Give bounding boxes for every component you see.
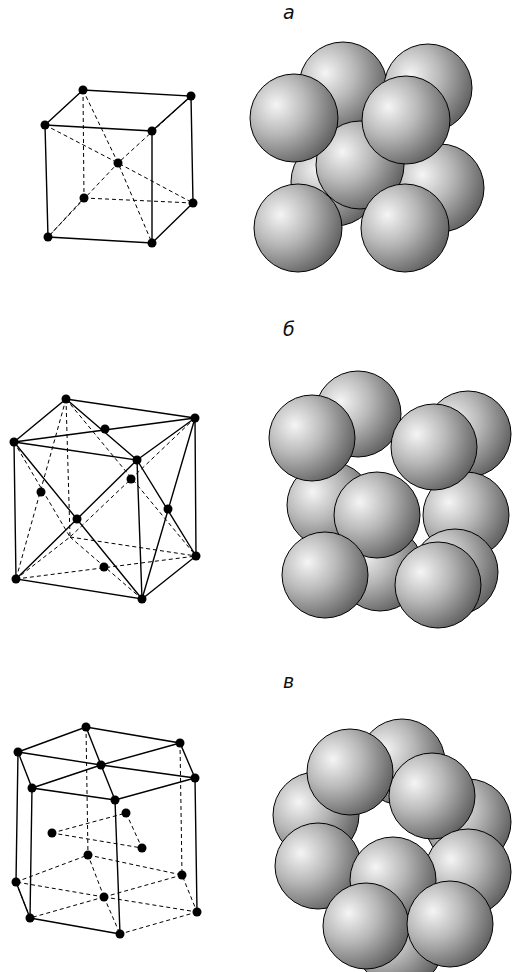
lattice-atom: [133, 456, 142, 465]
lattice-atom: [100, 893, 109, 902]
lattice-line: [41, 86, 198, 248]
lattice-atom: [189, 199, 198, 208]
lattice-atom: [176, 739, 185, 748]
lattice-atom: [111, 796, 120, 805]
lattice-atom: [97, 761, 106, 770]
panel-letter: а: [283, 1, 295, 23]
lattice-atom: [73, 515, 82, 524]
lattice-line: [14, 399, 195, 460]
lattice-line: [10, 395, 201, 604]
lattice-line: [66, 399, 196, 556]
lattice-atom: [37, 488, 46, 497]
panel-letter-box: в: [283, 672, 294, 692]
panel-letter: б: [283, 318, 295, 340]
lattice-line: [16, 727, 197, 934]
lattice-line: [18, 727, 195, 800]
lattice-atom: [12, 575, 21, 584]
lattice-line: [14, 442, 142, 599]
lattice-atom: [28, 784, 37, 793]
lattice-line: [16, 752, 197, 934]
lattice-atom: [100, 563, 109, 572]
hcp-cell: [12, 723, 202, 939]
lattice-atom: [362, 76, 450, 164]
lattice-atom: [138, 844, 147, 853]
fcc-cell: [10, 395, 201, 604]
lattice-atom: [164, 505, 173, 514]
lattice-atom: [269, 395, 355, 481]
lattice-atom: [82, 723, 91, 732]
lattice-atom: [79, 86, 88, 95]
lattice-atom: [114, 159, 123, 168]
lattice-atom: [148, 127, 157, 136]
lattice-atom: [12, 878, 21, 887]
hcp-spheres: [273, 719, 511, 972]
lattice-line: [45, 90, 193, 243]
lattice-line: [16, 882, 120, 934]
lattice-atom: [80, 194, 89, 203]
lattice-atom: [191, 414, 200, 423]
lattice-line: [18, 727, 195, 800]
lattice-atom: [250, 74, 338, 162]
lattice-atom: [10, 438, 19, 447]
lattice-line: [45, 125, 152, 243]
bcc-spheres: [250, 42, 484, 272]
lattice-atom: [191, 774, 200, 783]
lattice-atom: [307, 729, 393, 815]
lattice-line: [14, 399, 70, 579]
panel-letter-box: а: [283, 3, 295, 23]
lattice-line: [16, 537, 196, 599]
lattice-line: [52, 813, 142, 848]
lattice-atom: [62, 395, 71, 404]
lattice-atom: [193, 908, 202, 917]
lattice-atom: [187, 92, 196, 101]
fcc-spheres: [269, 371, 511, 628]
lattice-atom: [138, 595, 147, 604]
lattice-atom: [41, 121, 50, 130]
lattice-line: [16, 855, 197, 934]
lattice-atom: [44, 233, 53, 242]
lattice-atom: [26, 914, 35, 923]
lattice-atom: [323, 883, 409, 969]
lattice-atom: [282, 532, 368, 618]
lattice-atom: [127, 475, 136, 484]
lattice-line: [16, 855, 197, 934]
panel-letter: в: [283, 670, 294, 692]
lattice-atom: [84, 851, 93, 860]
lattice-atom: [407, 881, 493, 967]
lattice-line: [45, 90, 193, 243]
lattice-atom: [389, 753, 475, 839]
lattice-atom: [14, 748, 23, 757]
lattice-atom: [391, 404, 477, 490]
lattice-atom: [395, 542, 481, 628]
lattice-atom: [254, 184, 342, 272]
lattice-line: [14, 399, 196, 599]
lattice-atom: [148, 239, 157, 248]
lattice-line: [137, 418, 196, 599]
lattice-atom: [116, 930, 125, 939]
lattice-line: [48, 90, 193, 237]
lattice-atom: [48, 829, 57, 838]
lattice-atom: [178, 871, 187, 880]
lattice-atom: [192, 552, 201, 561]
lattice-atom: [101, 425, 110, 434]
lattice-line: [45, 90, 193, 243]
lattice-atom: [361, 184, 449, 272]
bcc-cell: [41, 86, 198, 248]
lattice-line: [12, 723, 202, 939]
lattice-atom: [122, 809, 131, 818]
lattice-line: [86, 727, 182, 875]
panel-letter-box: б: [283, 320, 295, 340]
